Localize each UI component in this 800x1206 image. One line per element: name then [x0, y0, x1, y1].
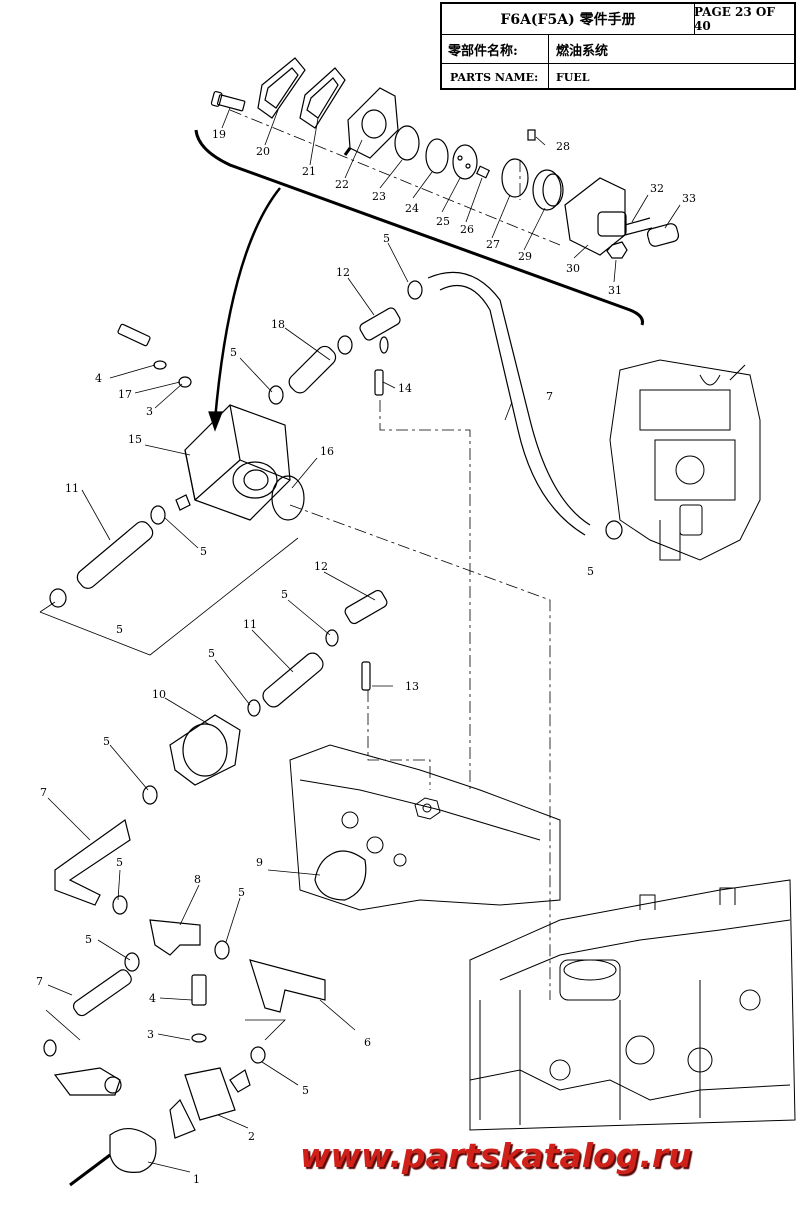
- callout-10: 10: [152, 688, 166, 701]
- callout-7a: 7: [546, 390, 553, 403]
- callout-22: 22: [335, 178, 349, 191]
- callout-26: 26: [460, 223, 474, 236]
- callout-8: 8: [194, 873, 201, 886]
- callout-32: 32: [650, 182, 664, 195]
- parts-name-value-cn: 燃油系统: [556, 43, 609, 59]
- watermark-text: www.partskatalog.ru: [300, 1136, 692, 1175]
- callout-7c: 7: [36, 975, 43, 988]
- callout-11b: 11: [243, 618, 257, 631]
- callout-27: 27: [486, 238, 500, 251]
- callout-5j: 5: [238, 886, 245, 899]
- callout-11a: 11: [65, 482, 79, 495]
- fuel-pump-drawing: [117, 323, 337, 521]
- callout-3a: 3: [146, 405, 153, 418]
- hoses-and-fittings: [43, 271, 623, 1187]
- callout-28: 28: [556, 140, 570, 153]
- callout-19: 19: [212, 128, 226, 141]
- callout-5b: 5: [230, 346, 237, 359]
- cylinder-head-drawing: [289, 744, 561, 911]
- callout-5c: 5: [200, 545, 207, 558]
- name-row-en: PARTS NAME: FUEL: [442, 64, 794, 90]
- callout-33: 33: [682, 192, 696, 205]
- callout-31: 31: [608, 284, 622, 297]
- detail-bracket: [194, 129, 644, 432]
- callout-4b: 4: [149, 992, 156, 1005]
- manual-title: F6A(F5A) 零件手册: [500, 12, 636, 28]
- callout-5a: 5: [383, 232, 390, 245]
- parts-name-value-en: FUEL: [556, 70, 590, 84]
- callout-29: 29: [518, 250, 532, 263]
- callout-5h: 5: [103, 735, 110, 748]
- page-number: PAGE 23 OF 40: [694, 5, 775, 33]
- callout-13: 13: [405, 680, 419, 693]
- callout-1: 1: [193, 1173, 200, 1186]
- callout-9: 9: [256, 856, 263, 869]
- callout-25: 25: [436, 215, 450, 228]
- engine-block-drawing: [469, 879, 796, 1131]
- pump-detail-parts: [210, 57, 680, 259]
- callout-24: 24: [405, 202, 419, 215]
- callout-12b: 12: [314, 560, 328, 573]
- callout-3b: 3: [147, 1028, 154, 1041]
- callout-30: 30: [566, 262, 580, 275]
- callout-18: 18: [271, 318, 285, 331]
- callout-21: 21: [302, 165, 316, 178]
- callout-7b: 7: [40, 786, 47, 799]
- callout-4a: 4: [95, 372, 102, 385]
- callout-numbers: 19 20 21 22 23 24 25 26 27 28 29 30 31 3…: [36, 128, 696, 1186]
- callout-6: 6: [364, 1036, 371, 1049]
- carburetor-drawing: [609, 359, 761, 561]
- title-block: F6A(F5A) 零件手册 PAGE 23 OF 40 零部件名称: 燃油系统 …: [440, 2, 796, 90]
- callout-23: 23: [372, 190, 386, 203]
- callout-5d: 5: [587, 565, 594, 578]
- callout-15: 15: [128, 433, 142, 446]
- title-row: F6A(F5A) 零件手册 PAGE 23 OF 40: [442, 4, 794, 35]
- parts-name-label-cn: 零部件名称:: [448, 43, 518, 59]
- callout-5k: 5: [85, 933, 92, 946]
- callout-leaders: [39, 107, 681, 1173]
- callout-14: 14: [398, 382, 412, 395]
- callout-5i: 5: [116, 856, 123, 869]
- callout-12a: 12: [336, 266, 350, 279]
- callout-16: 16: [320, 445, 334, 458]
- name-row-cn: 零部件名称: 燃油系统: [442, 35, 794, 64]
- callout-17: 17: [118, 388, 132, 401]
- leader-lines: [229, 109, 561, 1000]
- callout-5l: 5: [302, 1084, 309, 1097]
- callout-5g: 5: [208, 647, 215, 660]
- callout-2: 2: [248, 1130, 255, 1143]
- callout-5f: 5: [281, 588, 288, 601]
- callout-20: 20: [256, 145, 270, 158]
- parts-name-label-en: PARTS NAME:: [450, 70, 539, 84]
- callout-5e: 5: [116, 623, 123, 636]
